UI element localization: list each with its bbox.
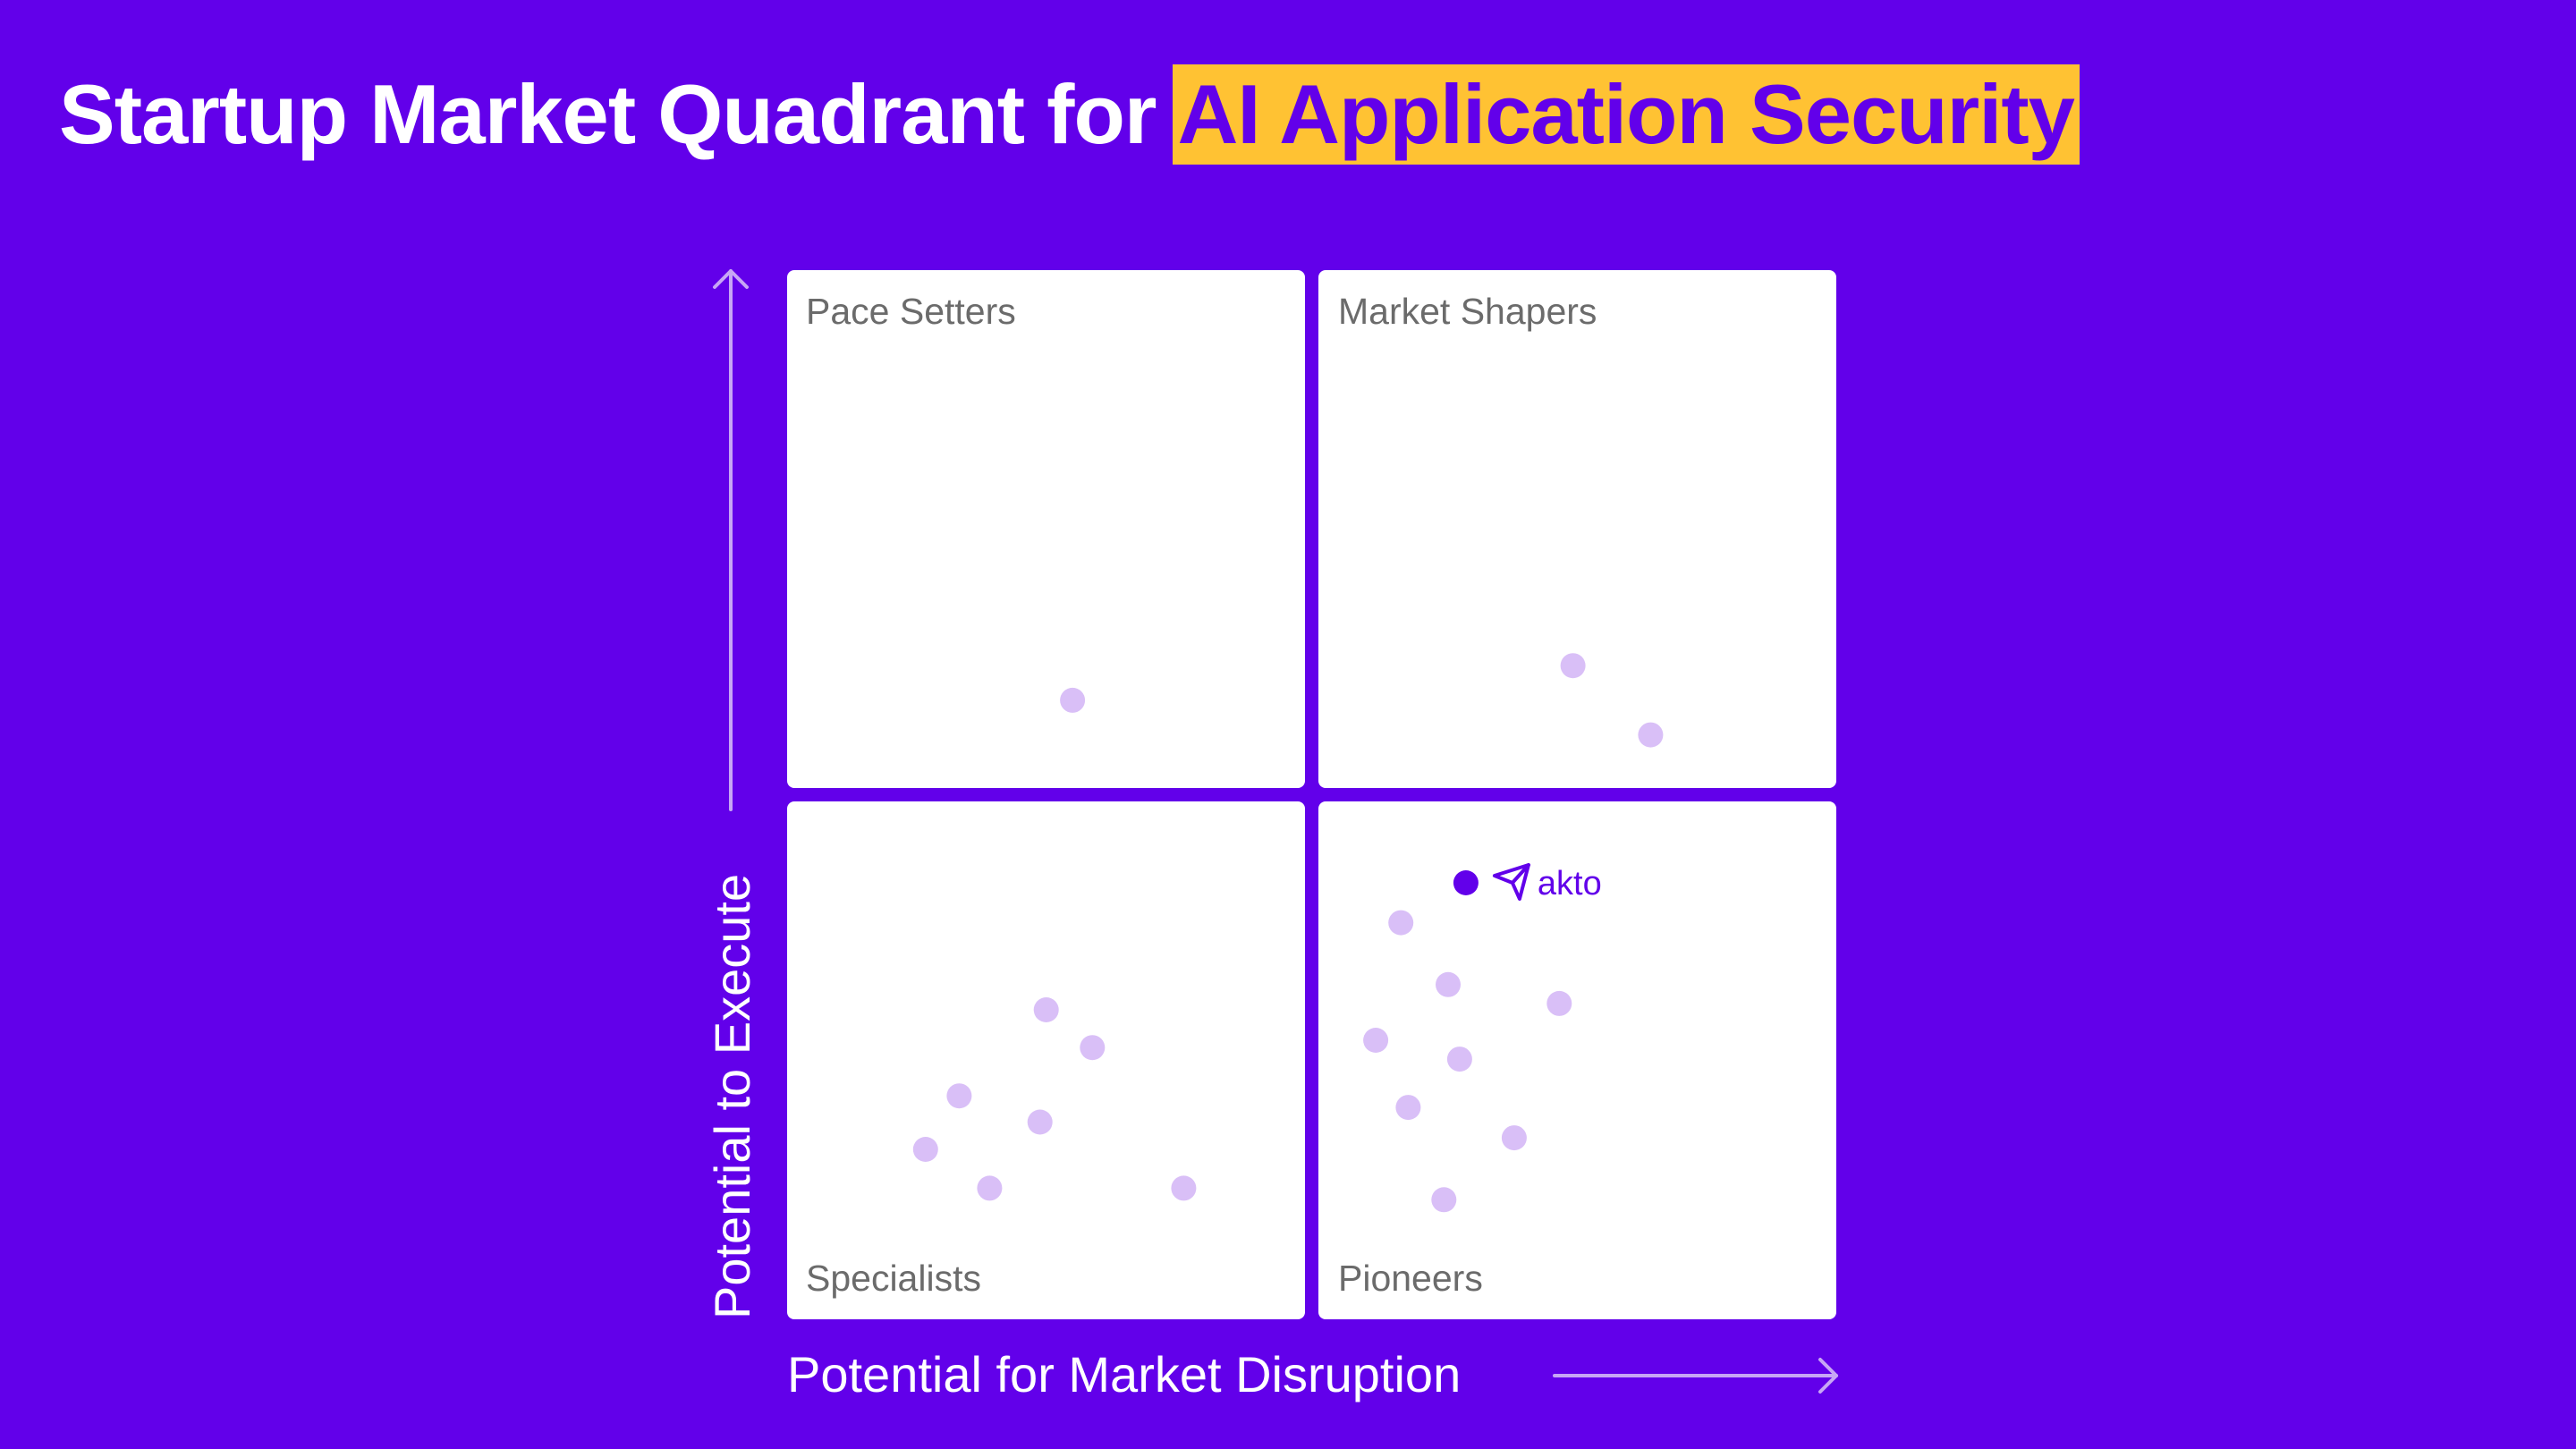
data-points — [912, 653, 1664, 1213]
data-point-14 — [1363, 1028, 1389, 1053]
x-axis-arrow — [1553, 1358, 1838, 1394]
quadrant-top-left — [787, 270, 1305, 788]
title-highlight: AI Application Security — [1172, 64, 2080, 165]
highlight-company: akto — [1453, 863, 1602, 902]
data-point-15 — [1446, 1046, 1472, 1072]
title-prefix: Startup Market Quadrant for — [59, 67, 1157, 161]
data-point-8 — [912, 1137, 938, 1162]
data-point-18 — [1431, 1187, 1457, 1213]
y-axis-arrow — [713, 269, 749, 811]
data-point-2 — [1560, 653, 1586, 679]
x-axis-label: Potential for Market Disruption — [787, 1346, 1461, 1402]
quadrant-top-right — [1318, 270, 1836, 788]
data-point-7 — [1027, 1109, 1053, 1135]
quadrant-label-pace-setters: Pace Setters — [806, 291, 1016, 332]
data-point-6 — [946, 1083, 972, 1109]
data-point-11 — [1388, 910, 1414, 936]
highlight-point — [1453, 870, 1479, 895]
highlight-label: akto — [1538, 865, 1602, 902]
data-point-9 — [977, 1175, 1003, 1201]
data-point-10 — [1171, 1175, 1197, 1201]
data-point-16 — [1395, 1095, 1421, 1121]
quadrant-bottom-left — [787, 801, 1305, 1319]
data-point-17 — [1501, 1125, 1527, 1151]
data-point-3 — [1638, 722, 1664, 748]
data-point-5 — [1080, 1035, 1106, 1061]
data-point-1 — [1060, 687, 1086, 713]
paper-plane-icon — [1492, 863, 1530, 901]
data-point-13 — [1546, 990, 1572, 1016]
quadrant-label-specialists: Specialists — [806, 1258, 981, 1299]
quadrant-label-pioneers: Pioneers — [1338, 1258, 1483, 1299]
quadrant-label-market-shapers: Market Shapers — [1338, 291, 1597, 332]
y-axis-label: Potential to Execute — [704, 874, 760, 1319]
page-title: Startup Market Quadrant for AI Applicati… — [59, 61, 2080, 168]
data-point-12 — [1436, 971, 1461, 997]
data-point-4 — [1033, 997, 1059, 1022]
